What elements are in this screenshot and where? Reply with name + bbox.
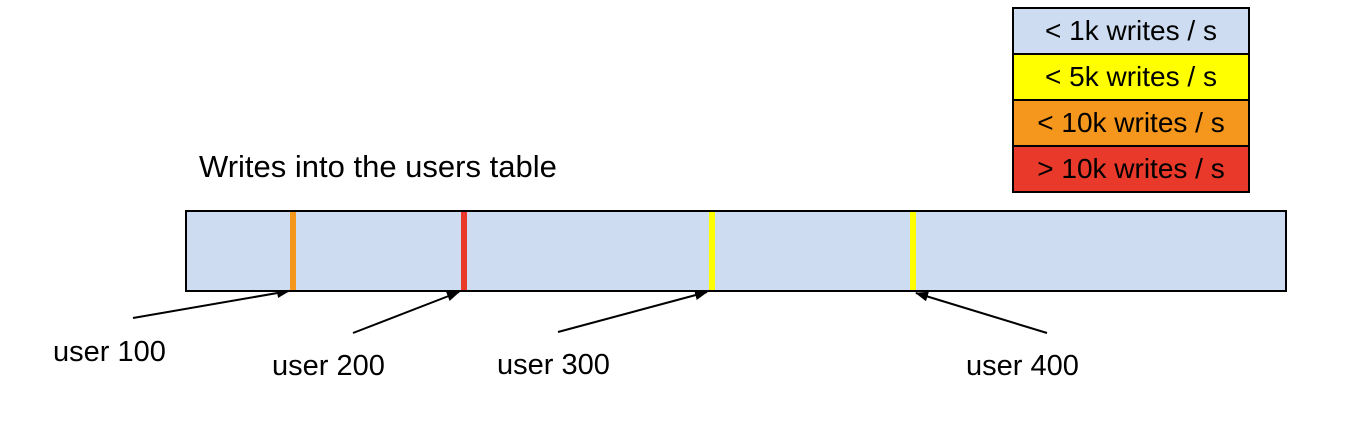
legend-item-lt-1k: < 1k writes / s [1012, 7, 1250, 55]
hotspot-marker-user-200 [461, 212, 467, 290]
hotspot-marker-user-400 [910, 212, 916, 290]
legend: < 1k writes / s < 5k writes / s < 10k wr… [1012, 7, 1250, 193]
label-user-100: user 100 [53, 336, 166, 368]
arrow-user-100 [132, 288, 290, 319]
legend-item-label: < 5k writes / s [1045, 61, 1217, 92]
legend-item-lt-10k: < 10k writes / s [1012, 99, 1250, 147]
label-user-300: user 300 [497, 349, 610, 381]
arrow-user-400 [915, 291, 1048, 334]
hotspot-marker-user-300 [709, 212, 715, 290]
arrow-user-300 [557, 290, 708, 333]
legend-item-label: < 10k writes / s [1037, 107, 1225, 138]
label-user-400: user 400 [966, 350, 1079, 382]
legend-item-label: < 1k writes / s [1045, 15, 1217, 46]
hotspot-marker-user-100 [290, 212, 296, 290]
legend-item-gt-10k: > 10k writes / s [1012, 145, 1250, 193]
diagram-title: Writes into the users table [199, 149, 557, 184]
arrow-user-200 [352, 291, 460, 334]
legend-item-lt-5k: < 5k writes / s [1012, 53, 1250, 101]
users-table-bar [185, 210, 1287, 292]
label-user-200: user 200 [272, 350, 385, 382]
legend-item-label: > 10k writes / s [1037, 153, 1225, 184]
